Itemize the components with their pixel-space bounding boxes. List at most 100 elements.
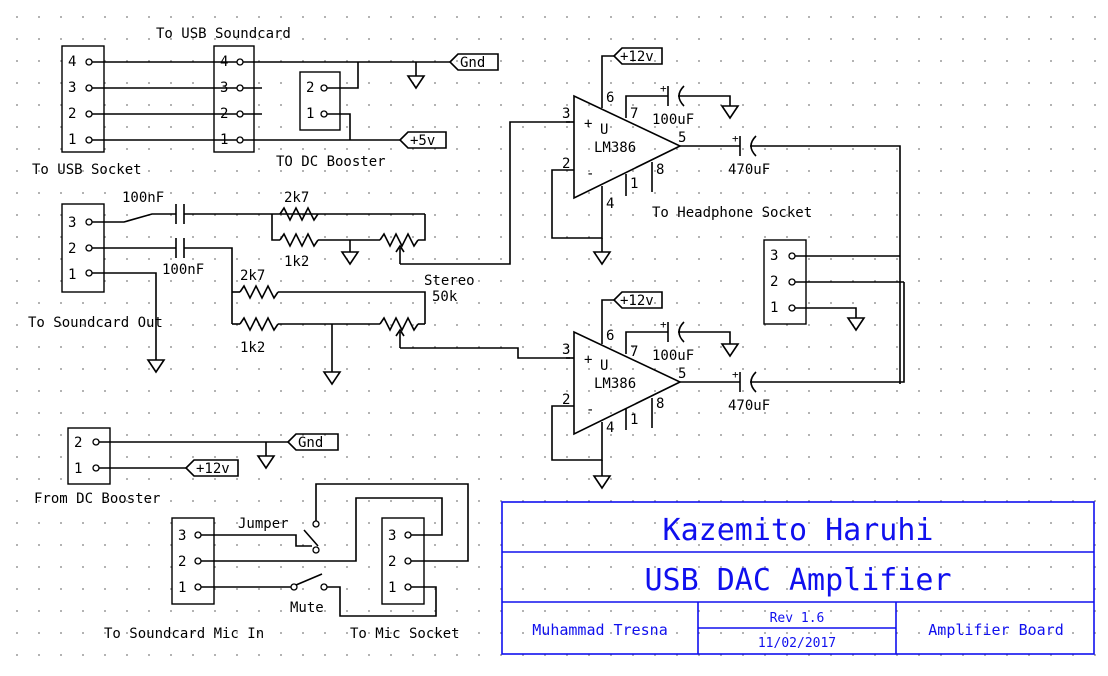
mic-socket-pin-3: 3 [388,528,396,544]
amplifier-bottom: + U LM386 - 3 2 6 4 5 7 1 8 +12v + 100uF… [551,282,905,490]
res-1k2-bottom-label: 1k2 [240,340,265,356]
opamp-top-pin6: 6 [606,90,614,106]
resistor-2k7-top [279,206,319,222]
svg-text:+: + [660,82,667,95]
v5-label: +5v [410,133,435,149]
mic-in-pin-3: 3 [178,528,186,544]
jumper-label: Jumper [238,516,289,532]
soundcard-out-label: To Soundcard Out [28,315,163,331]
date-text: 11/02/2017 [758,636,836,651]
mic-in-label: To Soundcard Mic In [104,626,264,642]
revision-text: Rev 1.6 [770,611,825,626]
opamp-top-plus: + [584,116,592,132]
opamp-bottom-pin6: 6 [606,328,614,344]
svg-text:+: + [732,368,739,381]
soundcard-out-pin-1: 1 [68,267,76,283]
opamp-bottom-minus: - [586,402,594,418]
mic-socket-pin-1: 1 [388,580,396,596]
opamp-bottom-plus: + [584,352,592,368]
usb-socket-pin-1: 1 [68,132,76,148]
opamp-top-pin3: 3 [562,106,570,122]
title-block: Kazemito Haruhi USB DAC Amplifier Muhamm… [501,501,1095,655]
mic-in-pin-2: 2 [178,554,186,570]
opamp-top-pin8: 8 [656,162,664,178]
from-dc-v12-label: +12v [196,461,230,477]
opamp-bottom-pin8: 8 [656,396,664,412]
opamp-bottom-v12-label: +12v [620,293,654,309]
opamp-bottom-pin7: 7 [630,344,638,360]
mic-in-pin-1: 1 [178,580,186,596]
usb-socket-pin-3: 3 [68,80,76,96]
opamp-bottom-pin2: 2 [562,392,570,408]
cap-100nF-bottom-label: 100nF [162,262,204,278]
cap-100uF-top-label: 100uF [652,112,694,128]
resistor-2k7-bottom [239,284,279,300]
headphone-socket: 3 2 1 [763,239,904,332]
usb-soundcard-label: To USB Soundcard [156,26,291,42]
cap-100uF-bottom-label: 100uF [652,348,694,364]
cap-470uF-bottom-label: 470uF [728,398,770,414]
usb-socket-label: To USB Socket [32,162,142,178]
opamp-top-pin1: 1 [630,176,638,192]
headphone-pin-1: 1 [770,300,778,316]
cap-470uF-top-label: 470uF [728,162,770,178]
mic-section: 3 2 1 3 2 1 Jumper Mute To Soundcard Mic… [104,483,469,642]
usb-gnd-label: Gnd [460,55,485,71]
svg-text:+: + [660,318,667,331]
author-text: Muhammad Tresna [532,621,667,639]
soundcard-out-pin-3: 3 [68,215,76,231]
opamp-bottom-body[interactable] [573,330,682,436]
power-input: 2 1 Gnd +12v From DC Booster [34,427,339,507]
opamp-top-minus: - [586,166,594,182]
res-2k7-top-label: 2k7 [284,190,309,206]
from-dc-booster-pin-1: 1 [74,461,82,477]
dc-booster-out-label: TO DC Booster [276,154,386,170]
res-2k7-bottom-label: 2k7 [240,268,265,284]
from-dc-gnd-label: Gnd [298,435,323,451]
resistor-1k2-bottom [239,316,279,332]
pot-bottom [379,316,419,332]
cap-100nF-top-label: 100nF [122,190,164,206]
from-dc-booster-connector[interactable] [67,427,111,485]
from-dc-booster-label: From DC Booster [34,491,160,507]
mute-label: Mute [290,600,324,616]
opamp-top-pin7: 7 [630,106,638,122]
opamp-top-pin5: 5 [678,130,686,146]
pot-top [379,232,419,248]
input-network: 3 2 1 [28,121,570,386]
mic-socket-pin-2: 2 [388,554,396,570]
opamp-bottom-pin3: 3 [562,342,570,358]
usb-socket-pin-2: 2 [68,106,76,122]
headphone-label: To Headphone Socket [652,205,812,221]
from-dc-booster-pin-2: 2 [74,435,82,451]
resistor-1k2-top [279,232,319,248]
pot-value: 50k [432,289,458,305]
usb-soundcard-connector[interactable] [213,45,255,153]
opamp-bottom-u: U [600,358,608,374]
opamp-bottom-pin4: 4 [606,420,614,436]
opamp-top-v12-label: +12v [620,49,654,65]
subtitle-text: USB DAC Amplifier [644,563,951,598]
dc-booster-pin-2: 2 [306,80,314,96]
dc-booster-pin-1: 1 [306,106,314,122]
soundcard-out-pin-2: 2 [68,241,76,257]
opamp-bottom-name: LM386 [594,376,636,392]
opamp-top-body[interactable] [573,94,682,200]
opamp-top-pin4: 4 [606,196,614,212]
opamp-bottom-pin1: 1 [630,412,638,428]
opamp-top-pin2: 2 [562,156,570,172]
title-text: Kazemito Haruhi [663,513,934,548]
amplifier-top: + U LM386 - 3 2 6 4 5 7 1 8 +12v + 100uF… [551,47,901,384]
dc-booster-out-connector[interactable] [299,71,341,131]
opamp-top-u: U [600,122,608,138]
headphone-pin-3: 3 [770,248,778,264]
pot-label: Stereo [424,273,475,289]
mic-socket-label: To Mic Socket [350,626,460,642]
opamp-bottom-pin5: 5 [678,366,686,382]
usb-socket-connector[interactable] [61,45,105,153]
usb-section: 4 3 2 1 4 3 2 1 2 1 Gnd +5v To USB Sound… [32,26,499,178]
res-1k2-top-label: 1k2 [284,254,309,270]
svg-text:+: + [732,132,739,145]
opamp-top-name: LM386 [594,140,636,156]
